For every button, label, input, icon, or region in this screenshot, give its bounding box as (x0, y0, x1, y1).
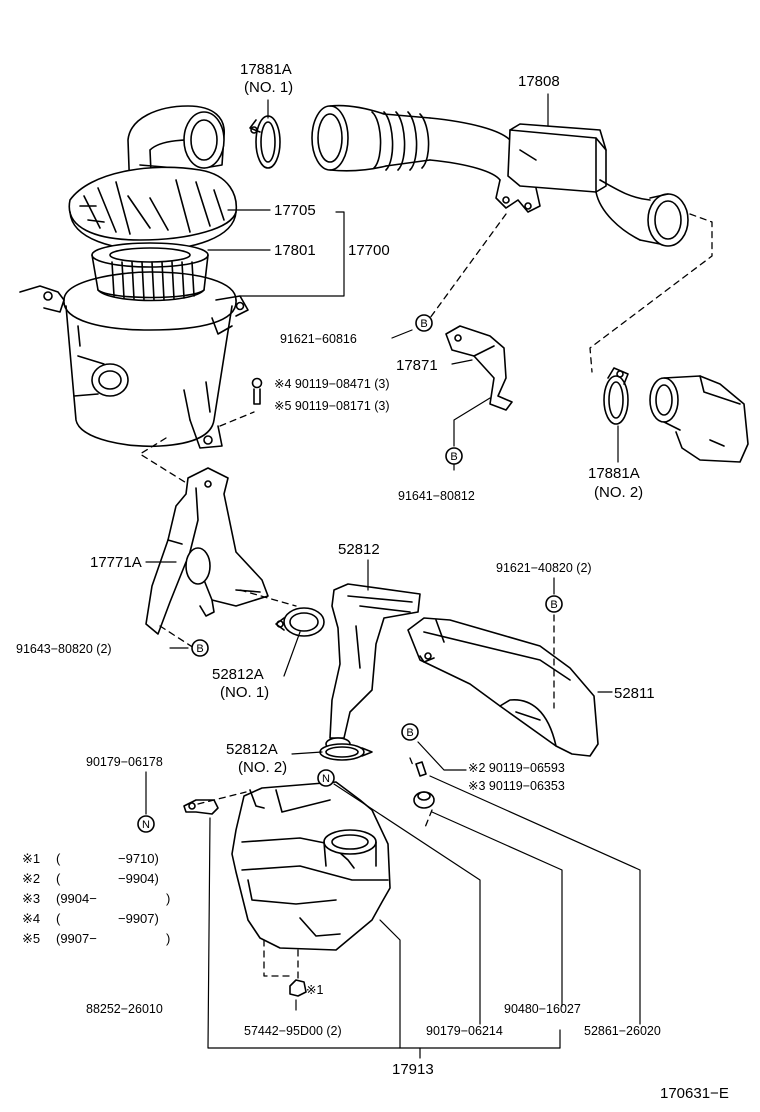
marker-letter: B (196, 643, 203, 655)
footnote-to: −9710) (118, 851, 159, 866)
marker-b-90119-06593 (401, 723, 419, 741)
label-17700: 17700 (348, 242, 390, 259)
vent-fitting (183, 799, 219, 815)
dashed-connectors (139, 213, 713, 979)
label-17801: 17801 (274, 242, 316, 259)
label-52811: 52811 (614, 685, 655, 702)
marker-letter: B (450, 451, 457, 463)
grommet (413, 791, 435, 809)
label-90119-08471: ※4 90119−08471 (3) (274, 377, 390, 391)
footnote-row: ※3 (9904− ) (22, 891, 170, 906)
footnote-to: −9907) (118, 911, 159, 926)
footnote-mark: ※3 (22, 891, 41, 906)
label-17871: 17871 (396, 357, 438, 374)
label-17881a-no2-sub: (NO. 2) (594, 484, 644, 501)
label-90119-06593: ※2 90119−06593 (468, 761, 565, 775)
marker-b-91621-40820 (545, 595, 563, 613)
label-90480-16027: 90480−16027 (504, 1002, 581, 1016)
footnote-row: ※2 ( −9904) (22, 871, 159, 886)
retaining-pin (415, 761, 427, 777)
marker-letter: B (550, 599, 557, 611)
label-91621-60816: 91621−60816 (280, 332, 357, 346)
marker-b-91621-60816 (415, 314, 433, 332)
air-cleaner-case (19, 271, 249, 449)
marker-n-resonator (317, 769, 335, 787)
label-mark1: ※1 (306, 983, 324, 997)
duct-clamp-no1 (275, 607, 325, 637)
footnote-open: (9907− (56, 931, 97, 946)
footnote-to: ) (166, 931, 171, 946)
label-52861-26020: 52861−26020 (584, 1024, 661, 1038)
footnote-to: −9904) (118, 871, 159, 886)
footnote-mark: ※2 (22, 871, 41, 886)
footnote-open: ( (56, 911, 61, 926)
marker-b-91641-80812 (445, 447, 463, 465)
leader-lines (145, 93, 641, 1059)
marker-letter: N (322, 773, 330, 785)
label-52812a-no1: 52812A (212, 666, 264, 683)
nut-57442 (289, 979, 307, 997)
label-17771a: 17771A (90, 554, 142, 571)
intake-hose (311, 104, 689, 247)
label-52812a-no1-sub: (NO. 1) (220, 684, 270, 701)
label-90179-06214: 90179−06214 (426, 1024, 503, 1038)
label-17808: 17808 (518, 73, 560, 90)
marker-letter: B (406, 727, 413, 739)
footnote-open: ( (56, 851, 61, 866)
label-17881a-no2: 17881A (588, 465, 640, 482)
label-17705: 17705 (274, 202, 316, 219)
footnote-open: (9904− (56, 891, 97, 906)
marker-b-91643-80820 (191, 639, 209, 657)
label-52812a-no2-sub: (NO. 2) (238, 759, 288, 776)
air-cleaner-bracket (145, 467, 269, 635)
marker-letter: B (420, 318, 427, 330)
throttle-body-elbow (603, 367, 749, 463)
footnote-row: ※4 ( −9907) (22, 911, 159, 926)
hose-clamp-no1 (249, 115, 281, 169)
label-52812: 52812 (338, 541, 380, 558)
hose-bracket (445, 325, 513, 411)
air-cleaner-cap (68, 105, 238, 251)
footnote-row: ※5 (9907− ) (22, 931, 170, 946)
label-91643-80820: 91643−80820 (2) (16, 642, 112, 656)
duct-clamp-no2 (319, 743, 373, 761)
callout-markers (137, 314, 563, 833)
label-90179-06178: 90179−06178 (86, 755, 163, 769)
marker-n-90179-06178 (137, 815, 155, 833)
marker-letter: N (142, 819, 150, 831)
footnote-open: ( (56, 871, 61, 886)
footnote-to: ) (166, 891, 171, 906)
resonator-tank (231, 781, 391, 951)
label-90119-06353: ※3 90119−06353 (468, 779, 565, 793)
label-90119-08171: ※5 90119−08171 (3) (274, 399, 390, 413)
label-91621-40820: 91621−40820 (2) (496, 561, 592, 575)
label-88252-26010: 88252−26010 (86, 1002, 163, 1016)
air-filter-element (91, 242, 209, 302)
bolt-90119-08471 (251, 377, 263, 405)
figure-id: 170631−E (660, 1085, 729, 1102)
footnote-mark: ※5 (22, 931, 41, 946)
label-57442-95d00: 57442−95D00 (2) (244, 1024, 342, 1038)
label-91641-80812: 91641−80812 (398, 489, 475, 503)
air-inlet-scoop (407, 617, 599, 757)
label-52812a-no2: 52812A (226, 741, 278, 758)
label-17881a-no1-sub: (NO. 1) (244, 79, 294, 96)
label-17913: 17913 (392, 1061, 434, 1078)
footnote-row: ※1 ( −9710) (22, 851, 159, 866)
footnote-mark: ※1 (22, 851, 41, 866)
footnote-mark: ※4 (22, 911, 41, 926)
marker-letters: B B B B B N N (142, 318, 558, 831)
label-17881a-no1: 17881A (240, 61, 292, 78)
